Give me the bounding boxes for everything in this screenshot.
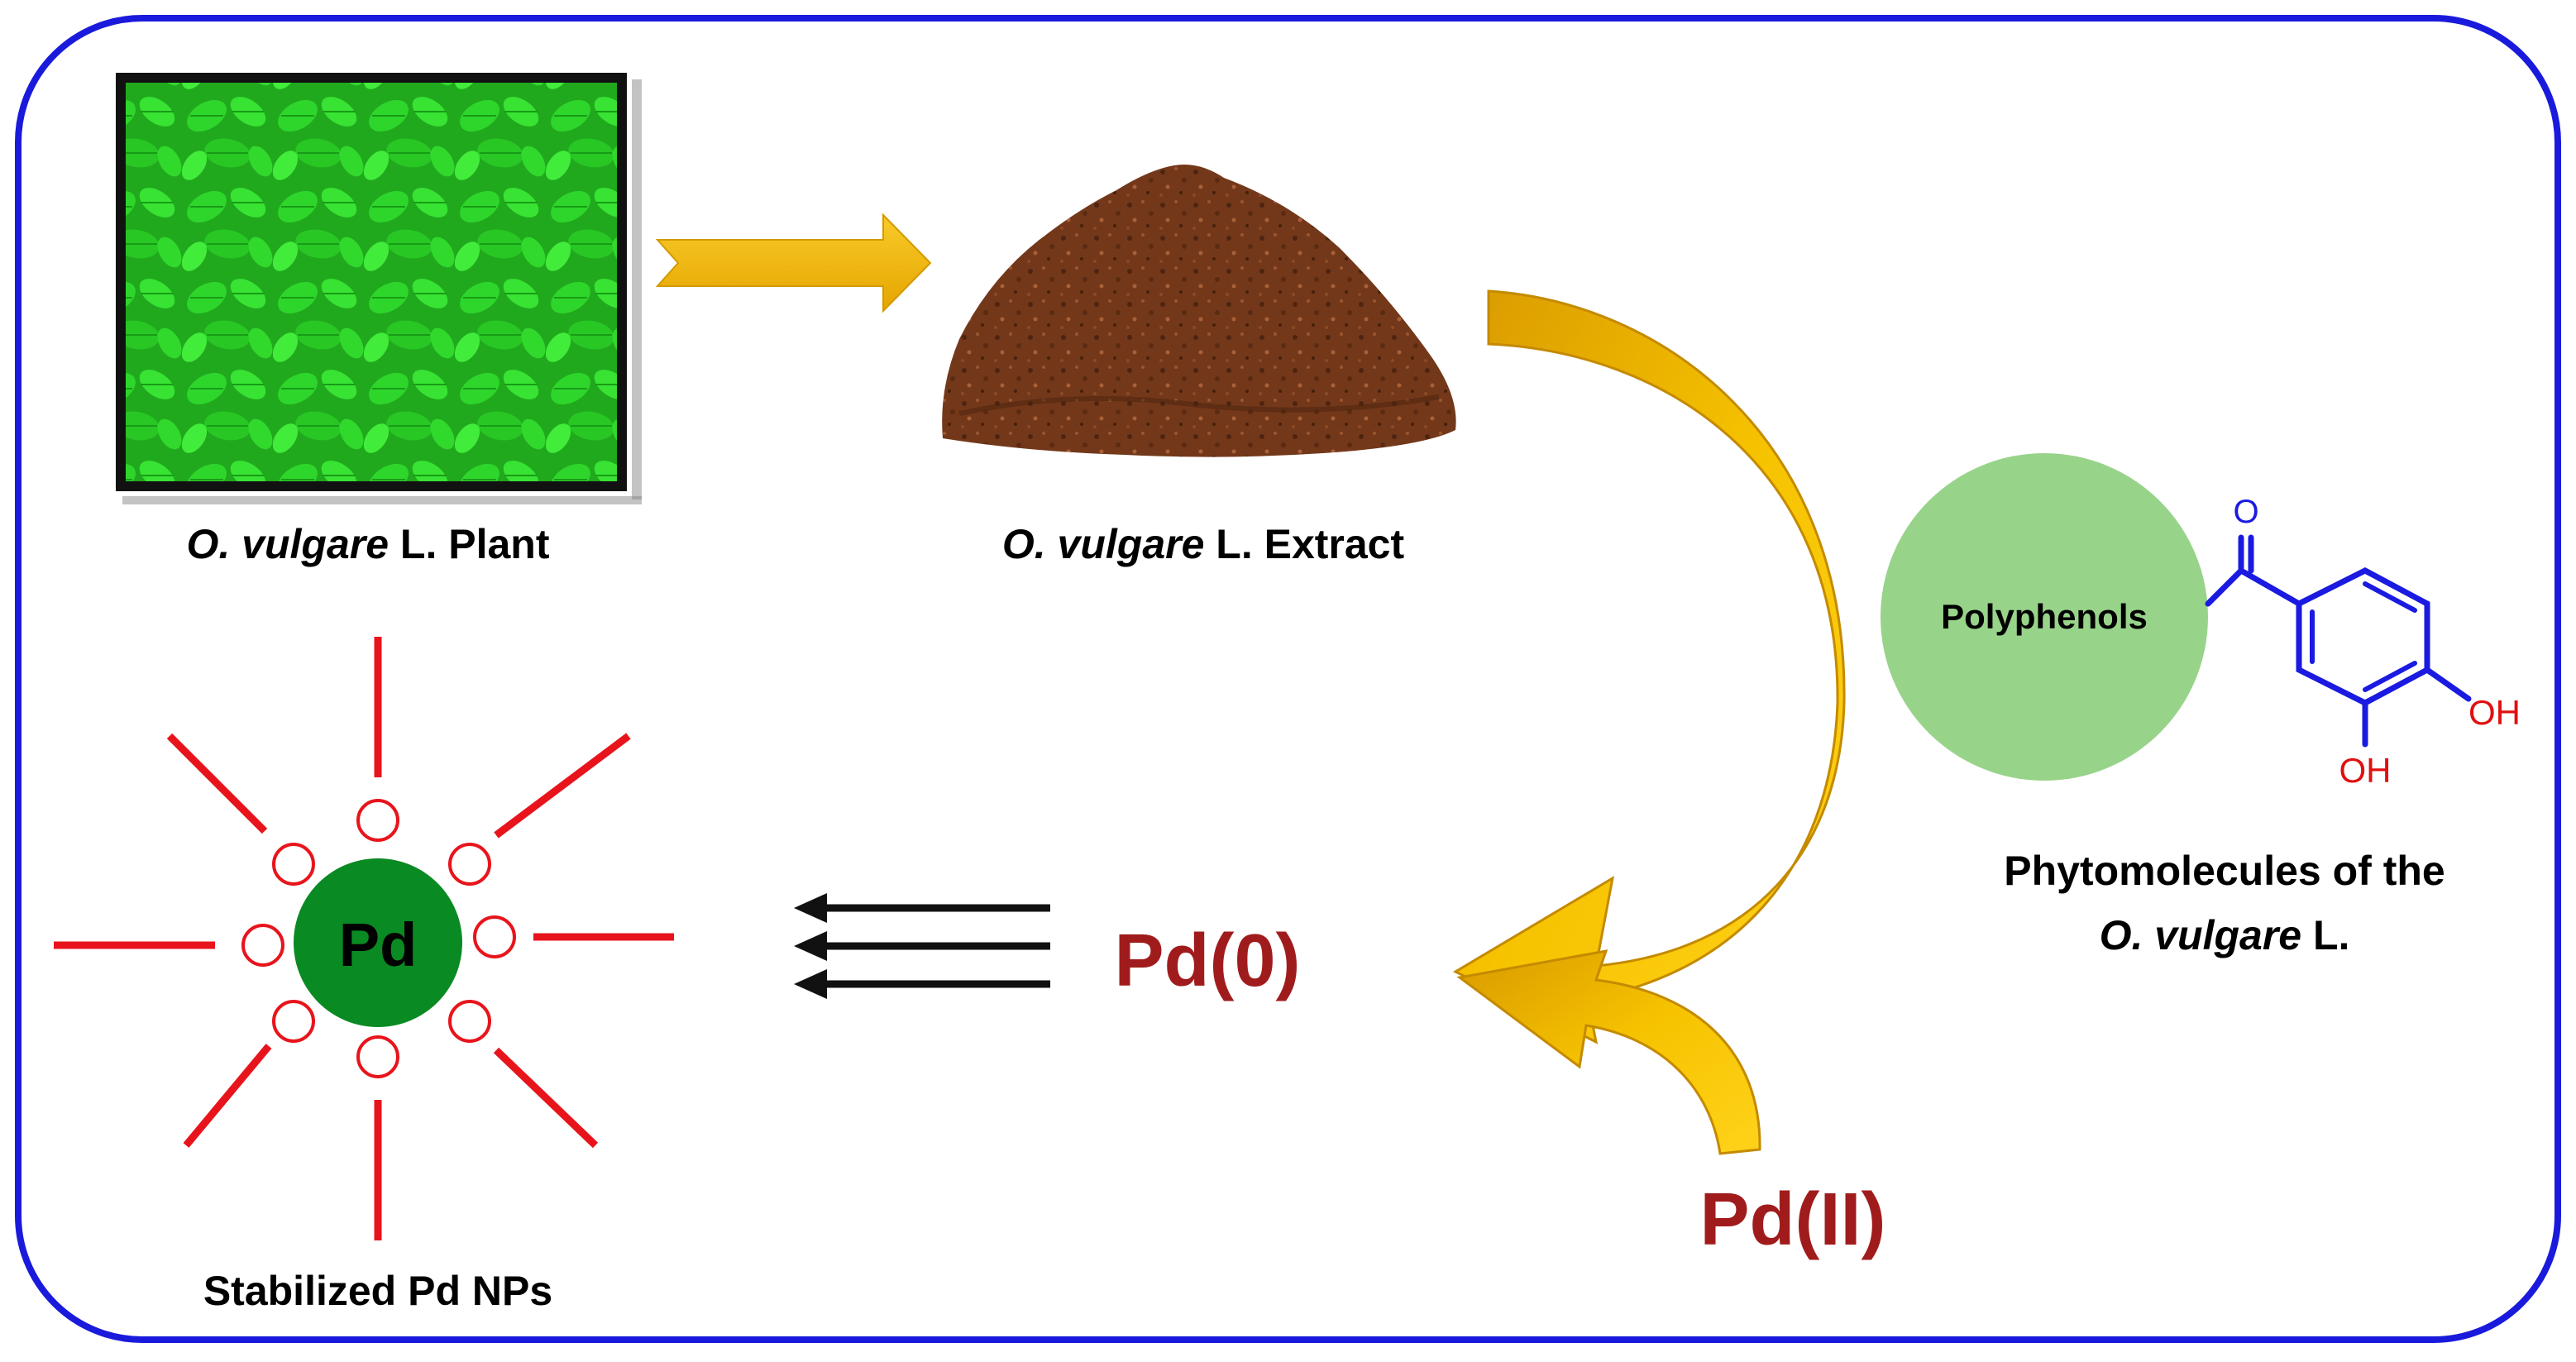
pdII-to-pd0-arrow [1456,949,1761,1155]
pd-core [294,858,462,1027]
pd-core-label: Pd [339,910,418,979]
plant-photo [116,73,642,504]
polyphenols-label: Polyphenols [1941,597,2148,636]
triple-arrows [794,893,1050,999]
extract-powder [942,165,1456,457]
nanoparticle-caption: Stabilized Pd NPs [203,1268,552,1314]
hydroxyl-label-top: OH [2468,693,2521,732]
phytomolecules-caption-line2: O. vulgare L. [2100,912,2350,958]
pdII-label: Pd(II) [1700,1178,1886,1261]
plant-caption: O. vulgare L. Plant [187,521,550,567]
carbonyl-oxygen-label: O [2233,494,2258,530]
extract-caption: O. vulgare L. Extract [1002,521,1405,567]
extract-to-pd0-curved-arrow [1452,289,1846,1044]
stabilized-nanoparticle [54,637,674,1240]
outer-frame [15,15,2561,1343]
polyphenols-circle [1881,453,2208,781]
hydroxyl-label-bottom: OH [2339,751,2392,790]
phytomolecules-caption-line1: Phytomolecules of the [2004,848,2445,894]
plant-to-extract-arrow [655,213,932,313]
pd0-label: Pd(0) [1115,920,1301,1002]
ligand-circles [241,799,516,1078]
polyphenol-structure [2205,534,2472,748]
